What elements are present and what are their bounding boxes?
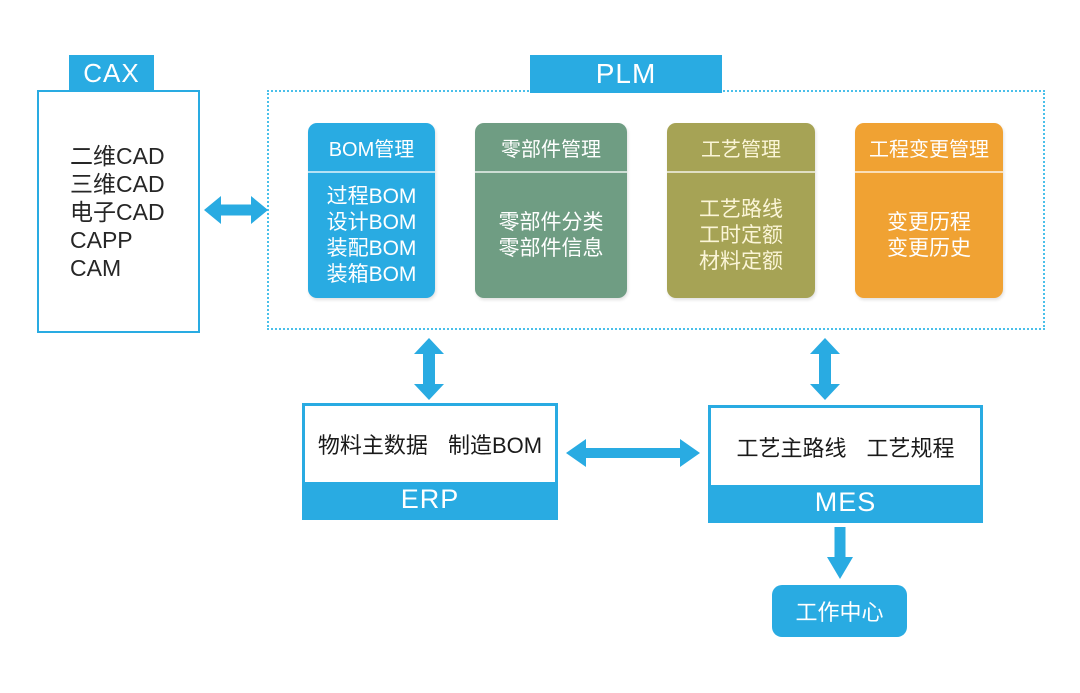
cax-item-2d-cad: 二维CAD <box>70 142 165 169</box>
mes-item-process-specification: 工艺规程 <box>866 435 955 461</box>
module-parts-body: 零部件分类 零部件信息 <box>475 173 627 298</box>
erp-footer-label: ERP <box>305 482 555 517</box>
module-bom-management: BOM管理 过程BOM 设计BOM 装配BOM 装箱BOM <box>308 123 435 298</box>
cax-item-capp: CAPP <box>70 226 133 253</box>
plm-dashed-container: BOM管理 过程BOM 设计BOM 装配BOM 装箱BOM 零部件管理 零部件分… <box>267 90 1045 330</box>
mes-box: 工艺主路线 工艺规程 MES <box>708 405 983 523</box>
cax-item-cam: CAM <box>70 254 122 281</box>
arrow-cax-plm-bidirectional-icon <box>204 196 268 224</box>
module-change-body: 变更历程 变更历史 <box>855 173 1003 298</box>
arrow-plm-mes-bidirectional-icon <box>810 338 840 400</box>
arrow-mes-workcenter-down-icon <box>827 527 853 579</box>
erp-item-manufacturing-bom: 制造BOM <box>447 433 543 458</box>
mes-footer-label: MES <box>711 485 980 520</box>
module-item: 变更历史 <box>887 236 971 260</box>
module-process-management: 工艺管理 工艺路线 工时定额 材料定额 <box>667 123 815 298</box>
erp-item-material-master-data: 物料主数据 <box>317 433 428 458</box>
mes-body: 工艺主路线 工艺规程 <box>711 408 980 485</box>
plm-title-tab: PLM <box>530 55 722 93</box>
arrow-plm-erp-bidirectional-icon <box>414 338 444 400</box>
module-item: 零部件信息 <box>498 236 604 260</box>
module-item: 装箱BOM <box>326 262 417 286</box>
module-process-body: 工艺路线 工时定额 材料定额 <box>667 173 815 298</box>
cax-item-e-cad: 电子CAD <box>70 198 165 225</box>
module-item: 过程BOM <box>326 184 417 208</box>
module-item: 设计BOM <box>326 210 417 234</box>
erp-body: 物料主数据 制造BOM <box>305 406 555 482</box>
work-center-box: 工作中心 <box>772 585 907 637</box>
module-bom-body: 过程BOM 设计BOM 装配BOM 装箱BOM <box>308 173 435 298</box>
module-bom-title: BOM管理 <box>308 123 435 173</box>
cax-box: 二维CAD 三维CAD 电子CAD CAPP CAM <box>37 90 200 333</box>
module-engineering-change-management: 工程变更管理 变更历程 变更历史 <box>855 123 1003 298</box>
module-item: 工时定额 <box>699 223 783 247</box>
module-item: 装配BOM <box>326 236 417 260</box>
module-process-title: 工艺管理 <box>667 123 815 173</box>
module-item: 变更历程 <box>887 210 971 234</box>
module-parts-title: 零部件管理 <box>475 123 627 173</box>
cax-title-tab: CAX <box>69 55 154 91</box>
module-item: 材料定额 <box>699 249 783 273</box>
cax-item-3d-cad: 三维CAD <box>70 170 165 197</box>
arrow-erp-mes-bidirectional-icon <box>566 439 700 467</box>
module-item: 零部件分类 <box>498 210 604 234</box>
erp-box: 物料主数据 制造BOM ERP <box>302 403 558 520</box>
module-change-title: 工程变更管理 <box>855 123 1003 173</box>
module-item: 工艺路线 <box>699 197 783 221</box>
module-parts-management: 零部件管理 零部件分类 零部件信息 <box>475 123 627 298</box>
mes-item-process-main-route: 工艺主路线 <box>736 435 847 461</box>
